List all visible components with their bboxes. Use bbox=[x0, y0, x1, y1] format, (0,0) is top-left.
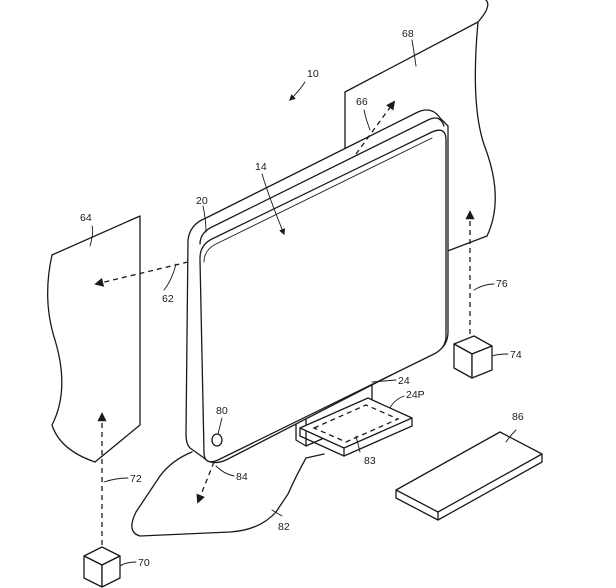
label-14: 14 bbox=[255, 161, 267, 173]
label-20: 20 bbox=[196, 195, 208, 207]
label-82: 82 bbox=[278, 521, 290, 533]
device-74 bbox=[453, 335, 493, 379]
label-83: 83 bbox=[364, 455, 376, 467]
keyboard-86 bbox=[395, 431, 543, 521]
label-68: 68 bbox=[402, 28, 414, 40]
label-86: 86 bbox=[512, 411, 524, 423]
reference-labels: 10 14 20 64 68 66 62 76 74 24 24P 83 80 … bbox=[80, 28, 524, 569]
beam-84 bbox=[196, 461, 215, 504]
label-62: 62 bbox=[162, 293, 174, 305]
leader-lines bbox=[89, 39, 517, 567]
label-24: 24 bbox=[398, 375, 410, 387]
device-70 bbox=[83, 546, 121, 588]
label-84: 84 bbox=[236, 471, 248, 483]
label-24P: 24P bbox=[406, 389, 425, 401]
label-66: 66 bbox=[356, 96, 368, 108]
button-80 bbox=[211, 433, 223, 447]
signal-beams bbox=[94, 100, 475, 545]
label-74: 74 bbox=[510, 349, 522, 361]
floor-surface-82 bbox=[131, 451, 325, 537]
label-10: 10 bbox=[307, 68, 319, 80]
label-76: 76 bbox=[496, 278, 508, 290]
pad-region-83 bbox=[312, 404, 400, 443]
beam-66 bbox=[355, 100, 396, 155]
display-screen-14 bbox=[199, 129, 447, 463]
label-70: 70 bbox=[138, 557, 150, 569]
wall-surface-64 bbox=[47, 215, 141, 463]
label-64: 64 bbox=[80, 212, 92, 224]
beam-62 bbox=[94, 261, 189, 287]
label-72: 72 bbox=[130, 473, 142, 485]
stand-base-pad bbox=[299, 397, 413, 457]
label-80: 80 bbox=[216, 405, 228, 417]
wall-surface-68 bbox=[344, 0, 496, 253]
